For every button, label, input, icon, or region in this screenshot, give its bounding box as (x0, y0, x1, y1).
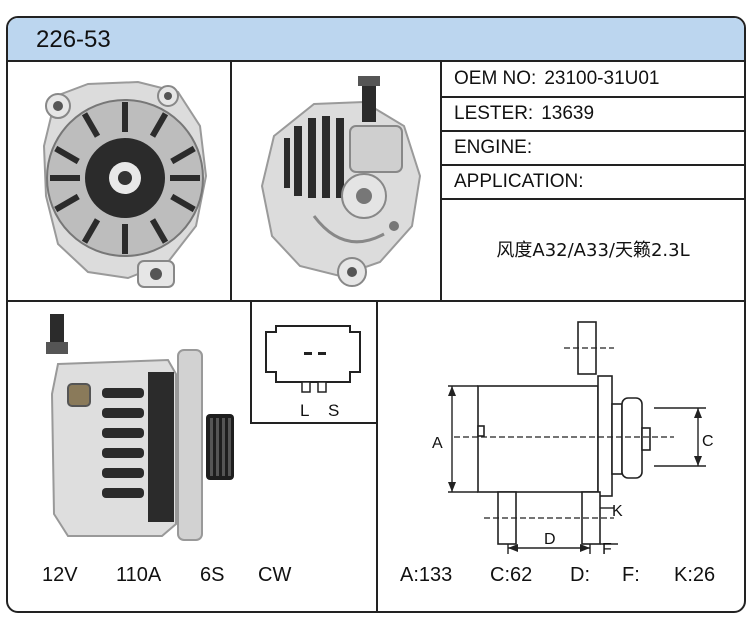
dimension-d: D: (570, 564, 590, 586)
product-card: 226-53 OEM NO: 23100-31U01 LESTER: 13639 E… (6, 16, 746, 613)
rotation-value: CW (258, 564, 292, 586)
dim-label-a: A (432, 435, 443, 452)
divider-bottom (376, 300, 378, 611)
application-row: APPLICATION: (454, 171, 744, 193)
amperage-value: 110A (116, 564, 162, 586)
dimension-c: C:62 (490, 564, 533, 586)
lester-row: LESTER: 13639 (454, 103, 744, 125)
oem-label: OEM NO: (454, 68, 537, 89)
engine-row: ENGINE: (454, 137, 744, 159)
pulley-value: 6S (200, 564, 225, 586)
dimension-a: A:133 (400, 564, 453, 586)
connector-box-left (250, 300, 252, 424)
divider-top-right (440, 60, 442, 300)
application-label: APPLICATION: (454, 171, 584, 192)
divider-spec-4 (440, 198, 744, 200)
divider-top-left (230, 60, 232, 300)
dim-label-k: K (612, 503, 623, 520)
alternator-side-photo (46, 314, 234, 541)
divider-spec-1 (440, 96, 744, 98)
lester-label: LESTER: (454, 103, 534, 124)
header-bar: 226-53 (8, 18, 744, 62)
divider-spec-2 (440, 130, 744, 132)
alternator-front-photo (42, 80, 208, 288)
dimension-k: K:26 (674, 564, 716, 586)
oem-value: 23100-31U01 (544, 68, 660, 89)
divider-spec-3 (440, 164, 744, 166)
dim-label-f: F (602, 541, 612, 558)
dim-label-d: D (544, 531, 556, 548)
application-value: 风度A32/A33/天籁2.3L (496, 240, 690, 261)
voltage-value: 12V (42, 564, 78, 586)
terminal-l-label: L (300, 401, 309, 420)
oem-row: OEM NO: 23100-31U01 (454, 68, 744, 90)
dimension-drawing: A C D K F (432, 321, 714, 558)
terminal-s-label: S (328, 401, 339, 420)
lester-value: 13639 (541, 103, 595, 124)
connector-box-bottom (250, 422, 376, 424)
part-number-title: 226-53 (36, 26, 111, 53)
engine-label: ENGINE: (454, 137, 533, 158)
dimension-f: F: (622, 564, 640, 586)
dim-label-c: C (702, 433, 714, 450)
alternator-rear-photo (260, 76, 422, 287)
connector-diagram: L S (265, 325, 361, 420)
